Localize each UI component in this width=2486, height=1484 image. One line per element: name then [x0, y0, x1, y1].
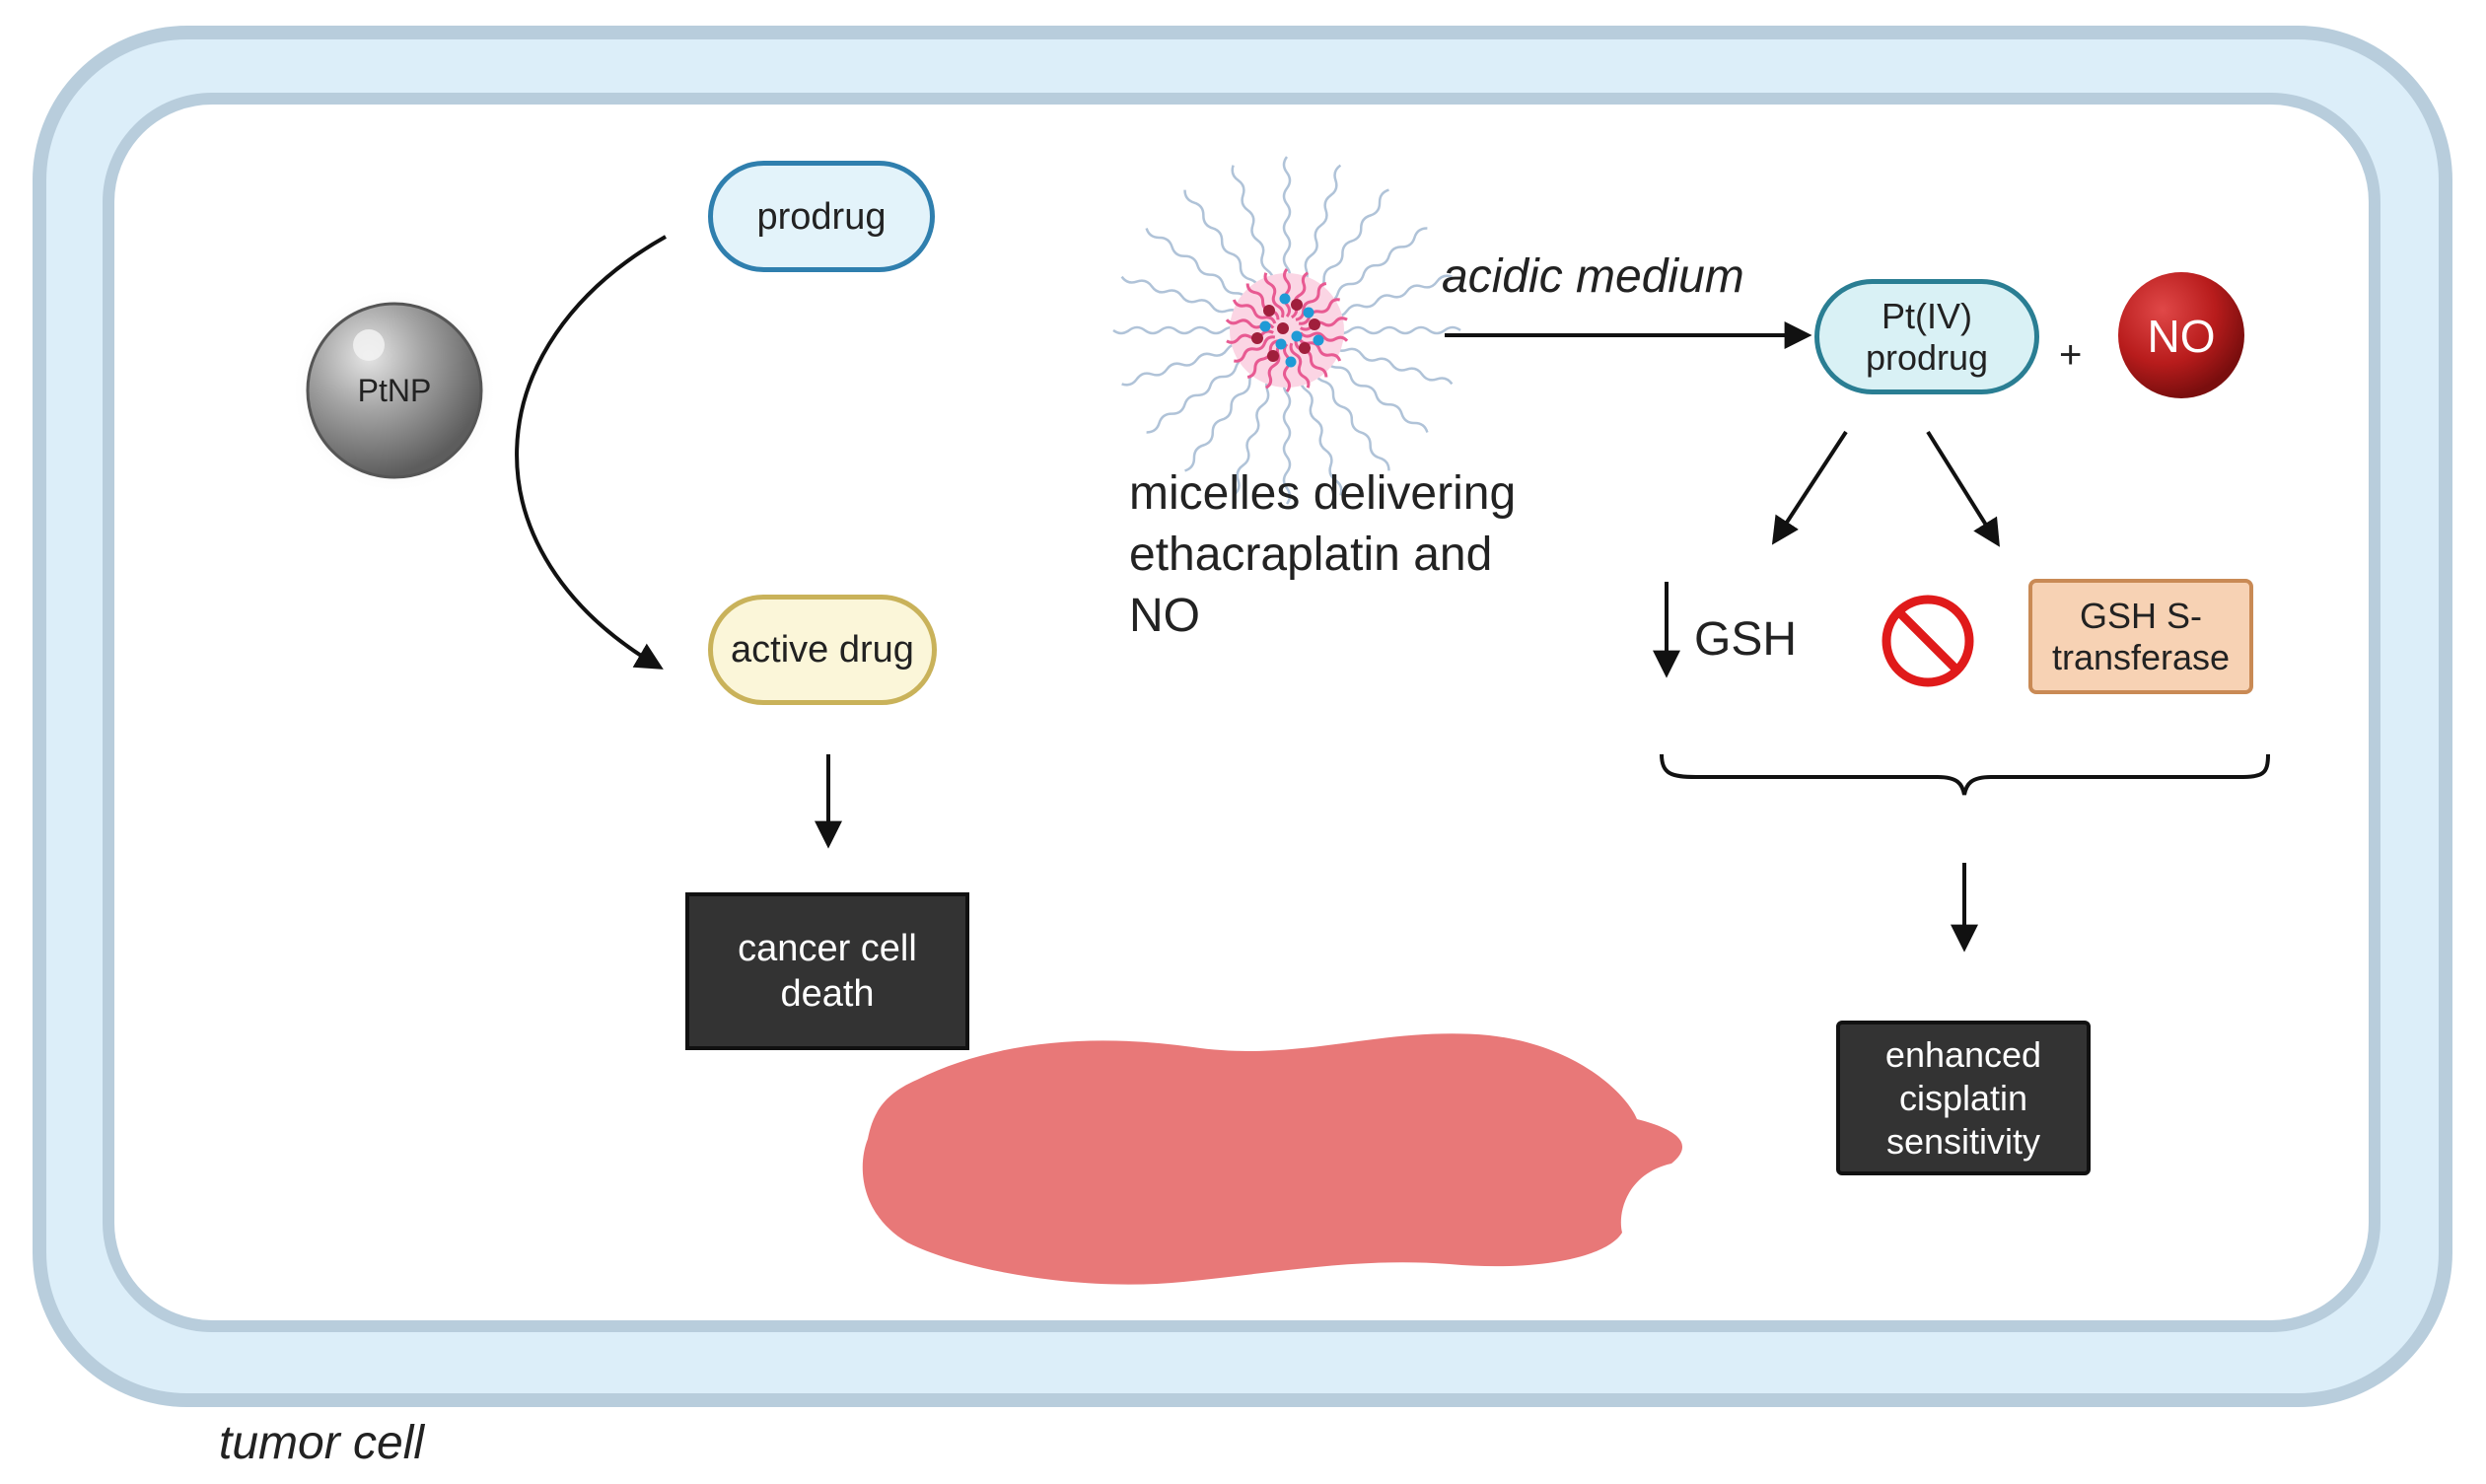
- dead-cell-blob: [862, 1033, 1683, 1285]
- pt-iv-prodrug-line-2: prodrug: [1865, 336, 1989, 378]
- cancer-cell-death-line-2: death: [780, 973, 875, 1015]
- gst-line-1: GSH S-: [2079, 595, 2202, 636]
- grouping-brace: [1660, 753, 2270, 796]
- no-molecule-icon: [2118, 272, 2244, 398]
- prodrug-label: prodrug: [756, 195, 887, 238]
- activation-arrow: [515, 235, 667, 670]
- pt-iv-prodrug-node: Pt(IV) prodrug: [1814, 279, 2039, 394]
- micelle-icon: [1111, 156, 1462, 506]
- micelle-caption-line-3: NO: [1129, 590, 1200, 642]
- cell-interior: [103, 93, 2380, 1332]
- cancer-cell-death-box: cancer cell death: [685, 892, 969, 1050]
- micelle-caption-line-1: micelles delivering: [1129, 467, 1517, 520]
- micelle-caption-line-2: ethacraplatin and: [1129, 529, 1493, 581]
- active-drug-node: active drug: [708, 595, 937, 705]
- prodrug-node: prodrug: [708, 161, 935, 272]
- gst-line-2: transferase: [2051, 636, 2231, 677]
- active-drug-label: active drug: [731, 629, 914, 671]
- sensitivity-line-2: cisplatin: [1898, 1077, 2028, 1118]
- ptnp-particle-icon: [306, 302, 483, 479]
- gst-branch-arrow: [1926, 430, 2000, 547]
- sensitivity-line-1: enhanced: [1884, 1033, 2042, 1075]
- pt-iv-prodrug-line-1: Pt(IV): [1881, 295, 1972, 336]
- enhanced-sensitivity-box: enhanced cisplatin sensitivity: [1836, 1021, 2091, 1175]
- tumor-cell-caption: tumor cell: [219, 1417, 425, 1469]
- gsh-branch-arrow: [1771, 430, 1848, 545]
- inhibition-icon: [1882, 595, 1974, 687]
- micelle-caption: micelles delivering ethacraplatin and NO: [1129, 463, 1516, 647]
- cancer-cell-death-line-1: cancer cell: [738, 928, 917, 969]
- ptnp-label: PtNP: [357, 373, 432, 408]
- gsh-label: GSH: [1694, 613, 1798, 666]
- acidic-medium-label: acidic medium: [1442, 250, 1744, 303]
- plus-sign: +: [2059, 333, 2083, 377]
- sensitivity-line-3: sensitivity: [1885, 1120, 2041, 1162]
- no-label: NO: [2147, 311, 2216, 362]
- gsh-s-transferase-box: GSH S- transferase: [2028, 579, 2253, 694]
- micelle-cargo-dots: [1251, 293, 1324, 368]
